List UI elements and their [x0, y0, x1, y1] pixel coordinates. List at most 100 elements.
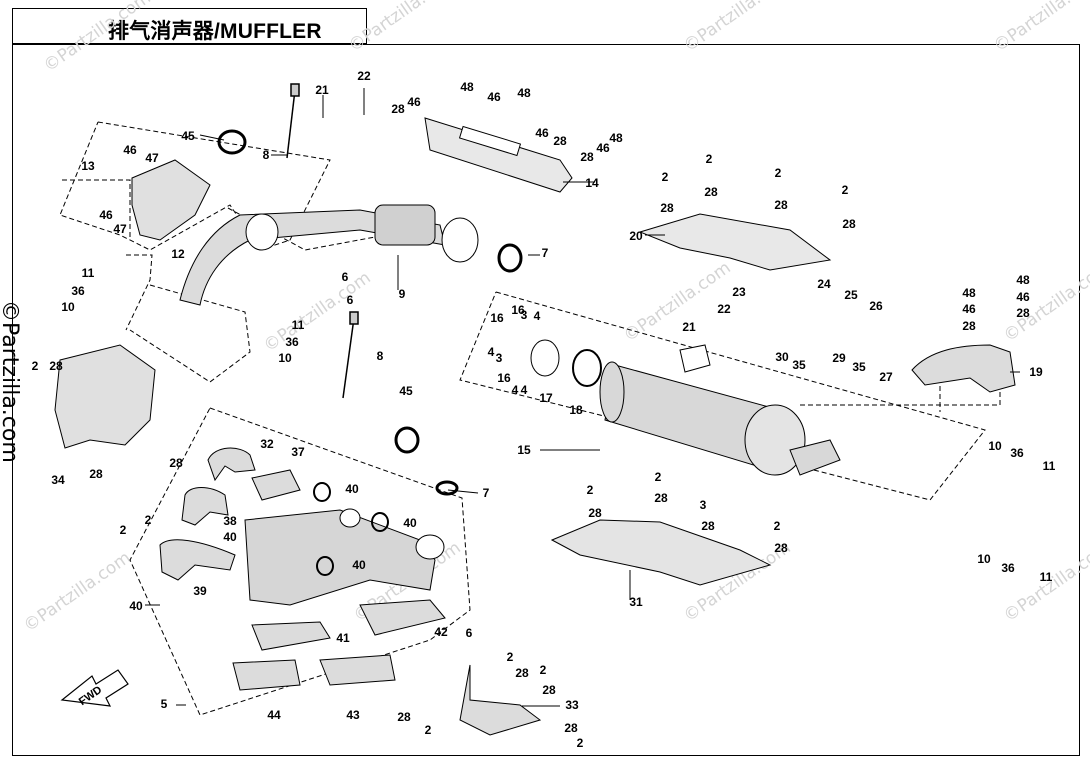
callout-48: 48	[517, 86, 531, 100]
callout-27: 27	[879, 370, 893, 384]
callout-3: 3	[520, 308, 528, 322]
callout-28: 28	[49, 359, 63, 373]
callout-8: 8	[262, 148, 270, 162]
callout-2: 2	[841, 183, 849, 197]
callout-2: 2	[424, 723, 432, 737]
callout-11: 11	[291, 318, 305, 332]
callout-42: 42	[434, 625, 448, 639]
callout-12: 12	[171, 247, 185, 261]
callout-11: 11	[81, 266, 95, 280]
callout-11: 11	[1042, 459, 1056, 473]
callout-17: 17	[539, 391, 553, 405]
callout-4: 4	[487, 345, 495, 359]
gasket-45-drawing	[217, 129, 247, 155]
callout-28: 28	[89, 467, 103, 481]
callout-40: 40	[223, 530, 237, 544]
callout-2: 2	[144, 513, 152, 527]
callout-10: 10	[988, 439, 1002, 453]
callout-48: 48	[609, 131, 623, 145]
callout-2: 2	[539, 663, 547, 677]
title-box: 排气消声器/MUFFLER	[12, 8, 367, 44]
callout-44: 44	[267, 708, 281, 722]
callout-46: 46	[1016, 290, 1030, 304]
callout-43: 43	[346, 708, 360, 722]
callout-22: 22	[717, 302, 731, 316]
callout-2: 2	[661, 170, 669, 184]
callout-6: 6	[465, 626, 473, 640]
callout-28: 28	[774, 541, 788, 555]
callout-46: 46	[535, 126, 549, 140]
callout-40: 40	[345, 482, 359, 496]
callout-28: 28	[588, 506, 602, 520]
muffler-15-drawing	[530, 339, 841, 476]
callout-33: 33	[565, 698, 579, 712]
callout-29: 29	[832, 351, 846, 365]
callout-39: 39	[193, 584, 207, 598]
callout-48: 48	[962, 286, 976, 300]
callout-41: 41	[336, 631, 350, 645]
callout-16: 16	[490, 311, 504, 325]
callout-2: 2	[576, 736, 584, 750]
callout-2: 3	[699, 498, 707, 512]
callout-2: 2	[586, 483, 594, 497]
callout-47: 47	[145, 151, 159, 165]
callout-10: 10	[977, 552, 991, 566]
header-pipe-9-drawing	[179, 204, 479, 306]
diagram-frame	[12, 44, 1080, 756]
elbow-pipes-drawing	[159, 447, 542, 736]
gasket-7-drawing	[497, 243, 523, 273]
callout-45: 45	[399, 384, 413, 398]
callout-28: 28	[564, 721, 578, 735]
callout-47: 47	[113, 222, 127, 236]
callout-4: 4	[511, 383, 519, 397]
callout-10: 10	[278, 351, 292, 365]
callout-4: 4	[533, 309, 541, 323]
callout-6: 6	[346, 293, 354, 307]
heat-shield-20-drawing	[638, 213, 832, 271]
callout-2: 2	[506, 650, 514, 664]
callout-28: 28	[580, 150, 594, 164]
diagram-title: 排气消声器/MUFFLER	[108, 20, 322, 43]
callout-40: 40	[403, 516, 417, 530]
callout-2: 2	[774, 166, 782, 180]
callout-36: 36	[71, 284, 85, 298]
heat-shield-14-drawing	[424, 117, 573, 193]
callout-46: 46	[123, 143, 137, 157]
callout-28: 28	[515, 666, 529, 680]
callout-10: 10	[61, 300, 75, 314]
heat-shield-12-drawing	[131, 159, 211, 241]
callout-46: 46	[596, 141, 610, 155]
tail-pipe-19-drawing	[911, 344, 1016, 393]
callout-7: 7	[541, 246, 549, 260]
callout-36: 36	[1010, 446, 1024, 460]
clamps-drawing	[313, 426, 459, 576]
callout-48: 48	[1016, 273, 1030, 287]
callout-19: 19	[1029, 365, 1043, 379]
callout-2: 2	[119, 523, 127, 537]
callout-6: 6	[341, 270, 349, 284]
dashed-group-outlines	[59, 121, 1001, 716]
callout-20: 20	[629, 229, 643, 243]
callout-28: 28	[774, 198, 788, 212]
callout-28: 28	[842, 217, 856, 231]
callout-14: 14	[585, 176, 599, 190]
callout-28: 28	[1016, 306, 1030, 320]
callout-32: 32	[260, 437, 274, 451]
callout-15: 15	[517, 443, 531, 457]
header-pipe-1-drawing	[244, 508, 445, 606]
callout-16: 16	[497, 371, 511, 385]
callout-16: 16	[511, 303, 525, 317]
callout-31: 31	[629, 595, 643, 609]
callout-30: 30	[775, 350, 789, 364]
callout-46: 46	[487, 90, 501, 104]
callout-36: 36	[285, 335, 299, 349]
callout-22: 22	[357, 69, 371, 83]
callout-38: 38	[223, 514, 237, 528]
callout-34: 34	[51, 473, 65, 487]
callout-9: 9	[398, 287, 406, 301]
callout-26: 26	[869, 299, 883, 313]
callout-46: 46	[962, 302, 976, 316]
callout-3: 4	[520, 383, 528, 397]
callout-35: 35	[792, 358, 806, 372]
